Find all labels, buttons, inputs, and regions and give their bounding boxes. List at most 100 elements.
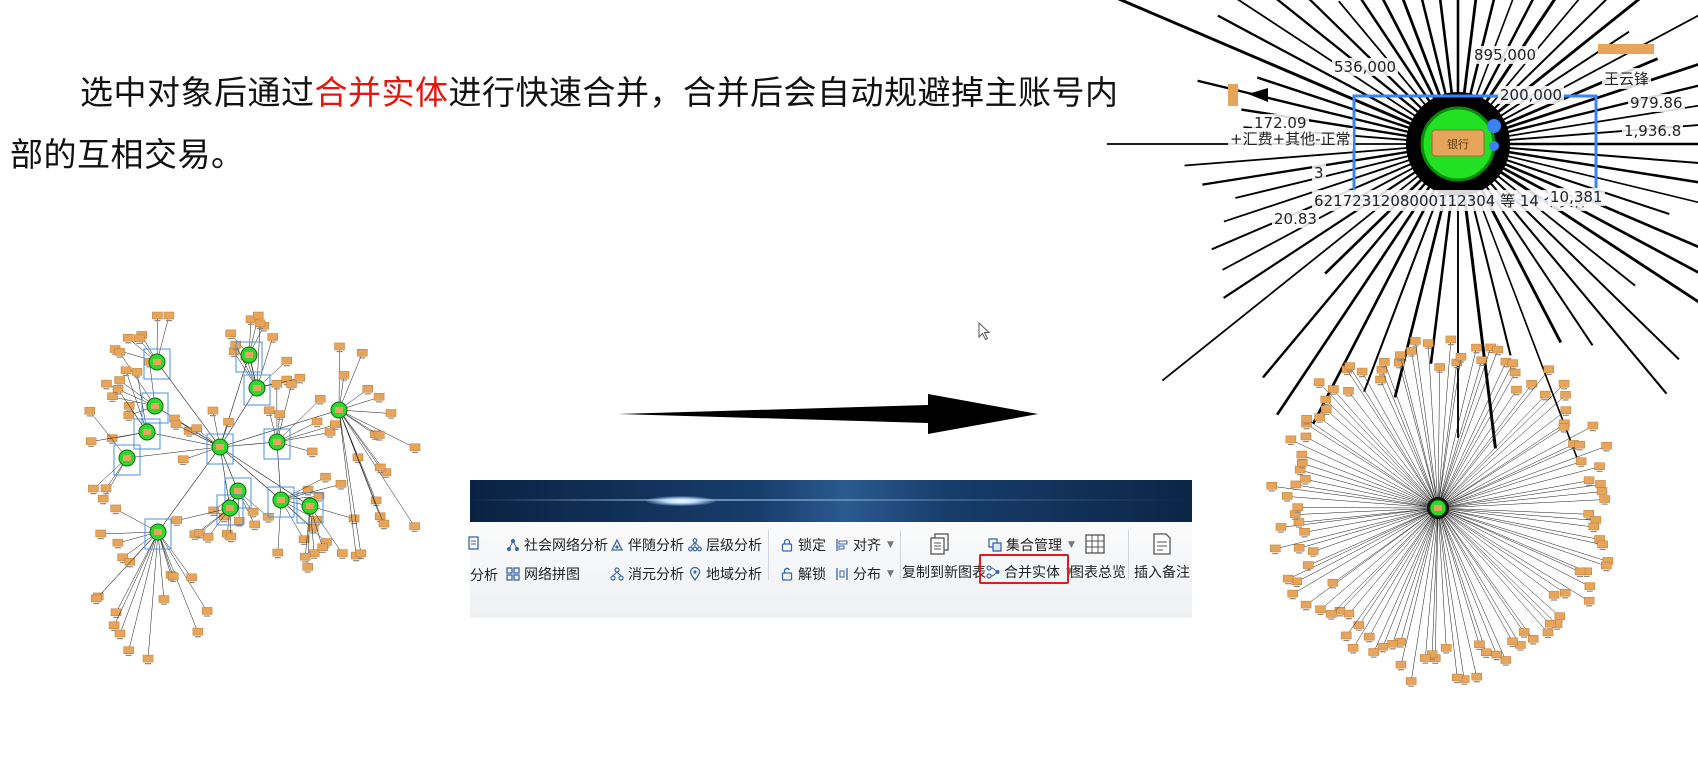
entity-node — [194, 528, 205, 539]
entity-node — [1540, 390, 1551, 401]
entity-node — [267, 333, 278, 343]
graph-edge — [1290, 439, 1439, 509]
entity-node — [95, 529, 106, 540]
entity-node — [158, 595, 170, 605]
hub-account-node — [144, 518, 172, 550]
entity-node — [1480, 648, 1492, 658]
entity-node — [329, 420, 341, 430]
entity-node — [1300, 432, 1312, 443]
entity-node — [1282, 574, 1294, 585]
copy-to-new-chart-button[interactable]: 复制到新图表 — [902, 532, 986, 582]
graph-edge — [1437, 507, 1521, 646]
consumption-icon — [610, 567, 624, 581]
hub-account-node — [330, 401, 348, 419]
entity-node — [374, 431, 385, 441]
graph-edge — [280, 484, 342, 501]
entity-node — [85, 437, 97, 447]
graph-edge — [1437, 507, 1587, 573]
network-tile-button[interactable]: 网络拼图 — [506, 564, 580, 584]
entity-node — [378, 519, 390, 530]
entity-node — [108, 621, 120, 631]
region-analysis-button[interactable]: 地域分析 — [688, 564, 762, 584]
graph-edge — [1437, 507, 1608, 562]
entity-node — [1594, 462, 1605, 472]
ribbon-separator — [1128, 530, 1129, 580]
insert-note-button[interactable]: 插入备注 — [1134, 532, 1190, 582]
graph-edge — [1437, 507, 1596, 521]
entity-node — [225, 329, 236, 340]
graph-edge — [1369, 507, 1439, 638]
graph-edge — [1415, 341, 1439, 509]
entity-node — [320, 472, 331, 483]
graph-edge — [115, 531, 159, 613]
graph-edge — [1437, 384, 1532, 509]
entity-node — [317, 543, 328, 553]
zoom-label-amount-3: 200,000 — [1498, 86, 1565, 104]
zoom-label-amount-7: 3 — [1312, 164, 1326, 182]
companion-analysis-button[interactable]: 伴随分析 — [610, 535, 684, 555]
zoom-edge — [1457, 142, 1698, 164]
graph-edge — [1437, 445, 1607, 509]
zoom-label-amount-8: 10,381 — [1548, 188, 1605, 206]
entity-node — [123, 402, 135, 412]
graph-edge — [157, 531, 165, 600]
entity-node — [123, 646, 134, 656]
graph-edge — [1339, 507, 1439, 612]
graph-edge — [1437, 466, 1600, 509]
entity-node — [100, 484, 112, 494]
hierarchy-analysis-button[interactable]: 层级分析 — [688, 535, 762, 555]
graph-edge — [89, 411, 128, 459]
zoom-label-amount-2: 895,000 — [1472, 46, 1539, 64]
graph-edge — [276, 441, 282, 501]
graph-edge — [1427, 343, 1439, 509]
graph-edge — [1348, 507, 1439, 615]
graph-edge — [1437, 491, 1603, 509]
entity-node — [1558, 423, 1570, 433]
entity-node — [1410, 337, 1421, 347]
entity-node — [1296, 450, 1308, 461]
lock-button[interactable]: 锁定 — [780, 535, 826, 555]
companion-icon — [610, 538, 624, 551]
graph-edge — [1346, 507, 1439, 637]
entity-node — [1314, 413, 1325, 423]
unlock-button[interactable]: 解锁 — [780, 564, 826, 584]
social-network-icon — [507, 539, 519, 551]
graph-edge — [1437, 367, 1440, 509]
chevron-down-icon: ▼ — [1066, 567, 1073, 577]
graph-edge — [1437, 507, 1600, 540]
graph-edge — [1437, 383, 1565, 509]
distribute-dropdown[interactable]: 分布▼ — [835, 564, 894, 584]
social-network-analysis-button[interactable]: 社会网络分析 — [506, 535, 608, 555]
entity-node — [1368, 648, 1379, 658]
ribbon-toolbar: 分析 社会网络分析 网络拼图 伴随分析 消元分析 层级分析 地域分析 锁定 解锁… — [468, 480, 1192, 618]
graph-edge — [1437, 507, 1497, 656]
graph-edge — [338, 409, 385, 525]
entity-node — [313, 492, 325, 502]
zoom-label-person: 王云锋 — [1602, 68, 1652, 89]
graph-edge — [338, 409, 381, 469]
entity-node — [1353, 621, 1365, 631]
graph-edge — [1437, 427, 1565, 509]
entity-node — [1471, 672, 1482, 683]
entity-node — [1558, 379, 1570, 390]
entity-node — [362, 385, 374, 395]
entity-node — [223, 417, 234, 428]
graph-edge — [338, 409, 387, 473]
graph-edge — [219, 441, 278, 448]
entity-node — [373, 393, 385, 403]
align-dropdown[interactable]: 对齐▼ — [835, 535, 894, 555]
entity-node — [1518, 628, 1530, 638]
entity-node — [134, 334, 145, 345]
chart-overview-button[interactable]: 图表总览 — [1070, 532, 1126, 582]
consumption-analysis-button[interactable]: 消元分析 — [610, 564, 684, 584]
entity-node — [1395, 351, 1406, 361]
graph-edge — [305, 505, 311, 558]
merge-entity-dropdown[interactable]: 合并实体▼ — [986, 562, 1073, 582]
network-graph-before-merge — [84, 311, 421, 665]
distribute-label: 分布 — [853, 567, 881, 583]
ribbon-separator — [900, 530, 901, 580]
graph-edge — [1373, 507, 1439, 653]
graph-edge — [1298, 507, 1439, 523]
collection-management-dropdown[interactable]: 集合管理▼ — [988, 535, 1075, 555]
graph-edge — [1305, 479, 1439, 509]
